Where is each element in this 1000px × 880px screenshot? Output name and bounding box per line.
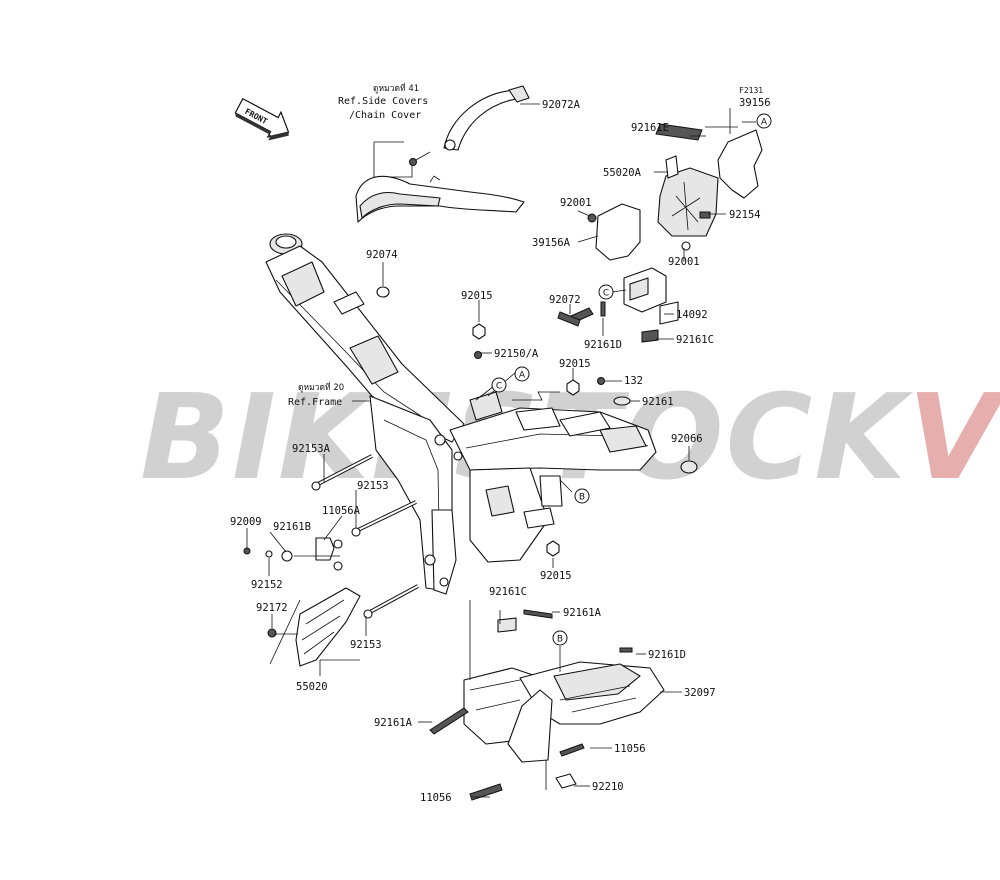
part-label: 92154 xyxy=(729,209,761,221)
part-label: 92153 xyxy=(350,639,382,651)
ref-side-covers-line1: Ref.Side Covers xyxy=(338,96,428,107)
ref-frame-thai: ดูหมวดที่ 20 xyxy=(298,381,344,393)
part-label: 92161C xyxy=(489,586,527,598)
callout-b-mid: B xyxy=(574,488,590,504)
part-label: 92161C xyxy=(676,334,714,346)
part-label: 92161E xyxy=(631,122,669,134)
ref-side-covers-thai: ดูหมวดที่ 41 xyxy=(373,82,419,94)
battery-cover-group xyxy=(570,123,763,343)
part-label: 92172 xyxy=(256,602,288,614)
part-label: 11056 xyxy=(614,743,646,755)
part-label: 92161 xyxy=(642,396,674,408)
ref-frame-line1: Ref.Frame xyxy=(288,397,342,408)
part-label: 92161A xyxy=(563,607,602,619)
watermark-part3: VN xyxy=(908,368,1000,506)
callout-letter: C xyxy=(496,382,502,392)
part-label: 92015 xyxy=(559,358,591,370)
part-label: 55020 xyxy=(296,681,328,693)
part-label: 92074 xyxy=(366,249,398,261)
callout-letter: B xyxy=(557,635,563,645)
part-label: 92153A xyxy=(292,443,331,455)
part-label: 14092 xyxy=(676,309,708,321)
callout-letter: A xyxy=(761,118,768,128)
callout-letter: A xyxy=(519,371,526,381)
callouts: A A B B C C xyxy=(491,113,772,646)
part-label: 92015 xyxy=(540,570,572,582)
callout-c-mid: C xyxy=(491,377,507,393)
battery-case xyxy=(429,600,665,801)
part-label: 55020A xyxy=(603,167,642,179)
part-label: 92009 xyxy=(230,516,262,528)
leader-lines xyxy=(246,103,756,798)
part-label: 92161D xyxy=(648,649,686,661)
ref-side-covers-line2: /Chain Cover xyxy=(349,110,421,121)
part-label: 92161A xyxy=(374,717,413,729)
hardware xyxy=(243,286,698,676)
part-label: 92001 xyxy=(668,256,700,268)
part-label: 92066 xyxy=(671,433,703,445)
callout-a-mid: A xyxy=(514,366,530,382)
callout-c-top: C xyxy=(598,284,614,300)
part-label: 132 xyxy=(624,375,643,387)
part-label: 32097 xyxy=(684,687,716,699)
part-label: 39156 xyxy=(739,97,771,109)
part-label: 92072 xyxy=(549,294,581,306)
part-label: 92150/A xyxy=(494,348,539,360)
callout-a-top: A xyxy=(756,113,772,129)
part-label: 92001 xyxy=(560,197,592,209)
part-label: 92161D xyxy=(584,339,622,351)
part-label: 92210 xyxy=(592,781,624,793)
motorcycle-frame xyxy=(265,233,657,595)
part-label: 11056 xyxy=(420,792,452,804)
front-arrow-icon: FRONT xyxy=(234,97,290,141)
callout-letter: C xyxy=(603,289,609,299)
part-label: 11056A xyxy=(322,505,361,517)
part-label: 39156A xyxy=(532,237,571,249)
callout-letter: B xyxy=(579,493,585,503)
part-label: 92161B xyxy=(273,521,311,533)
part-label: 92152 xyxy=(251,579,283,591)
part-labels: 92072A 39156 92161E 55020A 92001 92154 3… xyxy=(230,97,771,804)
figure-code: F2131 xyxy=(739,86,763,95)
callout-b-bottom: B xyxy=(552,630,568,646)
part-label: 92072A xyxy=(542,99,581,111)
part-label: 92015 xyxy=(461,290,493,302)
part-label: 92153 xyxy=(357,480,389,492)
side-cover-assembly xyxy=(355,85,530,223)
